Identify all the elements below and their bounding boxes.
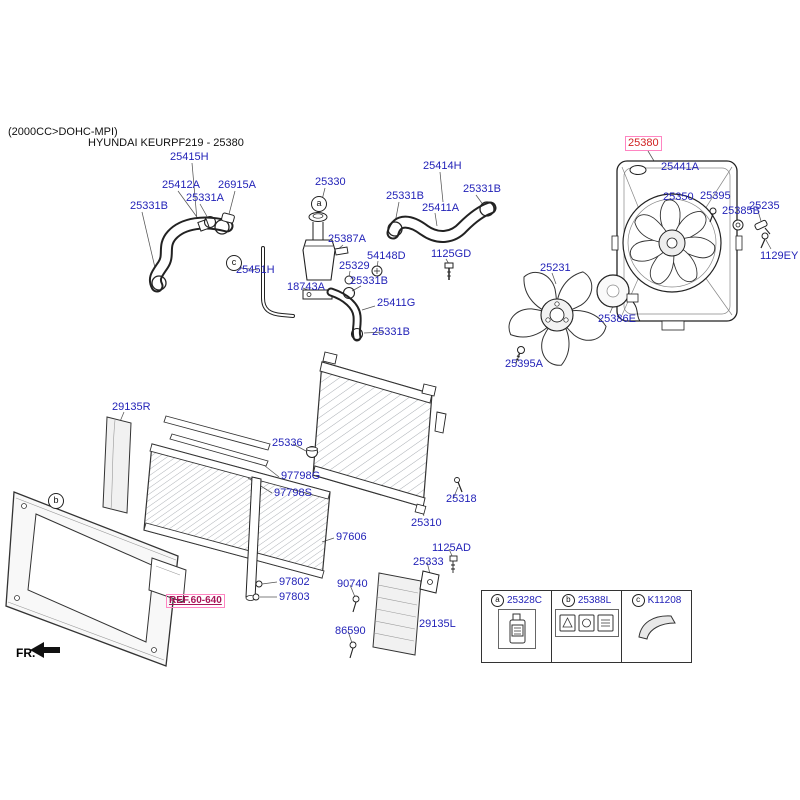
part-label: 25331B <box>463 183 501 195</box>
part-label: 1129EY <box>760 250 799 262</box>
part-label: 29135L <box>419 618 456 630</box>
caution-label-icons <box>554 609 619 637</box>
part-label: 25318 <box>446 493 477 505</box>
fan-motor-drawing <box>596 274 641 322</box>
part-label: 25235 <box>749 200 780 212</box>
part-label: 97606 <box>336 531 367 543</box>
part-label: 97802 <box>279 576 310 588</box>
legend-code-a: 25328C <box>506 595 543 606</box>
legend-code-b: 25388L <box>577 595 612 606</box>
carrier-drawing <box>5 491 187 667</box>
part-label: 25387A <box>328 233 366 245</box>
part-label: 25331B <box>130 200 168 212</box>
part-label: 25231 <box>540 262 571 274</box>
callout-a: a <box>311 196 327 212</box>
lower-hose-drawing <box>148 212 235 293</box>
part-label: 25333 <box>413 556 444 568</box>
upper-hose-drawing <box>386 201 497 280</box>
part-label: 25331B <box>372 326 410 338</box>
fr-direction-label: FR. <box>16 646 36 660</box>
part-label: 25331A <box>186 192 224 204</box>
part-label: 25395A <box>505 358 543 370</box>
legend-code-c: K11208 <box>647 595 682 606</box>
part-label: 1125AD <box>432 542 471 554</box>
legend-cell-b: b 25388L <box>551 591 621 662</box>
part-label: 90740 <box>337 578 368 590</box>
part-label: 25414H <box>423 160 462 172</box>
part-label: 86590 <box>335 625 366 637</box>
part-label: 25411A <box>422 202 460 214</box>
part-label: 25329 <box>339 260 370 272</box>
part-label: 25441A <box>661 161 699 173</box>
air-guard-right-drawing <box>102 416 132 514</box>
part-label: 25350 <box>663 191 694 203</box>
part-label: 25386E <box>598 313 636 325</box>
protector-cover-icon <box>632 609 682 643</box>
part-label: 26915A <box>218 179 256 191</box>
part-label: 25310 <box>411 517 442 529</box>
catalog-title: HYUNDAI KEURPF219 - 25380 <box>88 137 244 149</box>
coolant-bottle-icon <box>497 609 536 649</box>
fan-shroud-drawing <box>611 160 771 331</box>
part-label: 29135R <box>112 401 151 413</box>
fr-arrow <box>30 642 60 658</box>
part-label: 97798G <box>281 470 321 482</box>
legend-letter-b: b <box>561 594 575 607</box>
part-label: 1125GD <box>431 248 472 260</box>
legend-table: a 25328C b 25388L <box>481 590 692 663</box>
callout-b: b <box>48 493 64 509</box>
part-label: 25336 <box>272 437 303 449</box>
part-label: 54148D <box>367 250 406 262</box>
callout-c: c <box>226 255 242 271</box>
air-guard-left-drawing <box>349 555 458 659</box>
legend-cell-a: a 25328C <box>482 591 551 662</box>
legend-letter-a: a <box>490 594 504 607</box>
part-label: 25331B <box>386 190 424 202</box>
part-label: 25395 <box>700 190 731 202</box>
part-label: 97798S <box>274 487 312 499</box>
legend-letter-c: c <box>631 594 645 607</box>
reservoir-drawing <box>261 212 383 342</box>
part-label: 25412A <box>162 179 200 191</box>
part-label: 25330 <box>315 176 346 188</box>
part-label: 25411G <box>377 297 416 309</box>
part-label: 25331B <box>350 275 388 287</box>
fan-blade-drawing <box>508 271 607 366</box>
part-label: 97803 <box>279 591 310 603</box>
part-label: 18743A <box>287 281 325 293</box>
condenser-drawing <box>143 415 331 601</box>
part-label: 25451H <box>236 264 275 276</box>
part-label: 25385B <box>722 205 760 217</box>
radiator-drawing <box>306 351 463 515</box>
ref-link[interactable]: REF.60-640 <box>166 594 225 608</box>
part-label: 25415H <box>170 151 209 163</box>
selected-part-label[interactable]: 25380 <box>625 136 662 151</box>
legend-cell-c: c K11208 <box>621 591 691 662</box>
engine-spec: (2000CC>DOHC-MPI) <box>8 126 118 138</box>
